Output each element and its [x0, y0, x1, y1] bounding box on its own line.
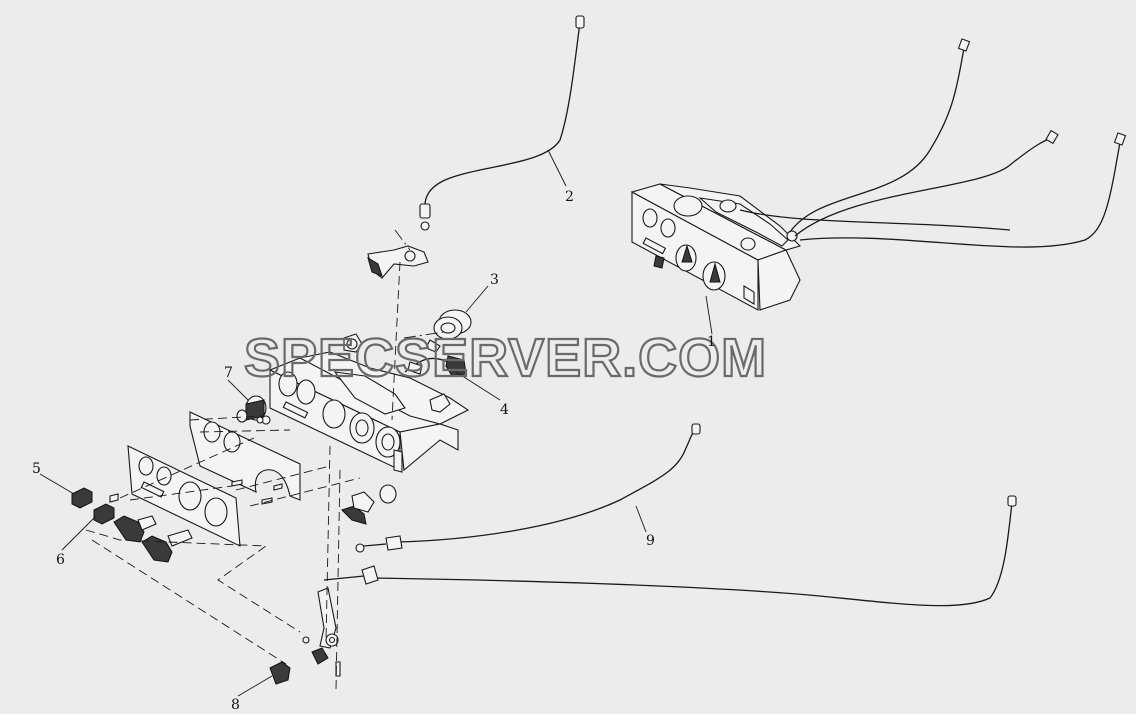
bezel-rear-plate: [189, 411, 301, 501]
control-panel-housing: [268, 333, 470, 473]
callout-4: 4: [500, 402, 509, 418]
sector-lever-lower: [341, 484, 397, 525]
sector-lever-upper: [367, 229, 429, 279]
lever-knobs: [113, 515, 193, 563]
fasteners: [231, 416, 283, 505]
control-cable-2: [419, 15, 585, 231]
small-knob-6: [93, 503, 115, 525]
assembled-unit-cables: [739, 38, 1127, 248]
callout-1: 1: [707, 334, 716, 350]
callout-leaders: [39, 149, 713, 697]
watermark-text: SPECSERVER.COM: [244, 328, 767, 388]
callout-2: 2: [565, 189, 574, 205]
callout-5: 5: [32, 461, 41, 477]
callout-labels: 1 2 3 4 5 6 7 8 9: [32, 189, 716, 713]
blower-switch-3: [425, 309, 472, 353]
linkage-lever: [269, 587, 341, 685]
long-control-cable: [323, 495, 1017, 607]
knob-7: [236, 395, 271, 425]
assembly-guide-lines: [85, 261, 445, 691]
callout-9: 9: [646, 533, 655, 549]
small-knob-5: [71, 487, 119, 509]
callout-6: 6: [56, 552, 65, 568]
connector-4: [404, 355, 467, 377]
callout-7: 7: [224, 365, 233, 381]
callout-8: 8: [231, 697, 240, 713]
callout-3: 3: [490, 272, 499, 288]
control-cable-9: [355, 423, 701, 553]
assembled-control-unit: [630, 183, 802, 311]
